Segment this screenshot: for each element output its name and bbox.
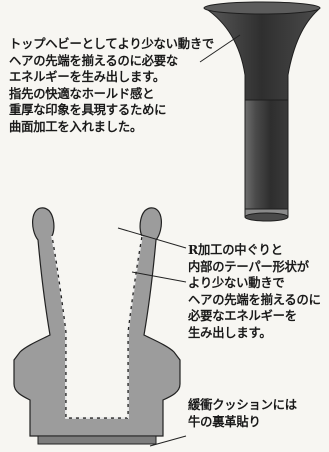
text-line: 生み出します。: [188, 324, 272, 340]
leader-line-top: [199, 34, 241, 63]
text-line: 重厚な印象を具現するために: [9, 102, 167, 118]
text-line: 必要なエネルギーを: [188, 308, 297, 324]
text-line: 緩衝クッションには: [188, 397, 297, 412]
leader-line-mid-1: [117, 227, 187, 249]
text-line: ヘアの先端を揃えるのに: [188, 291, 321, 307]
text-line: ヘアの先端を揃えるのに必要な: [9, 52, 178, 68]
text-line: 指先の快適なホールド感と: [9, 85, 155, 101]
holder-cross-section: [13, 207, 181, 445]
handle-shaft: [244, 99, 289, 214]
handle-flare: [203, 3, 320, 101]
leader-line-bottom: [149, 435, 187, 447]
handle-top-rim: [203, 1, 321, 15]
leader-line-mid-2: [131, 271, 187, 283]
text-line: 牛の裏革貼り: [188, 413, 261, 429]
text-line: 内部のテーパー形状が: [188, 258, 309, 274]
text-line: R加工の中ぐりと: [188, 242, 283, 257]
inner-taper-outline: [51, 235, 143, 419]
text-line: エネルギーを生み出します。: [9, 69, 166, 85]
handle-base: [244, 212, 289, 222]
holder-body: [13, 207, 181, 437]
description-top: トップヘビーとしてより少ない動きで ヘアの先端を揃えるのに必要な エネルギーを生…: [9, 36, 214, 136]
text-line: より少ない動きで: [188, 275, 285, 291]
text-line: トップヘビーとしてより少ない動きで: [9, 36, 215, 51]
description-middle: R加工の中ぐりと 内部のテーパー形状が より少ない動きで ヘアの先端を揃えるのに…: [188, 242, 321, 342]
text-line: 曲面加工を入れました。: [9, 118, 143, 134]
leather-pad: [37, 435, 157, 445]
handle-rod: [203, 1, 321, 222]
description-bottom: 緩衝クッションには 牛の裏革貼り: [188, 397, 297, 430]
